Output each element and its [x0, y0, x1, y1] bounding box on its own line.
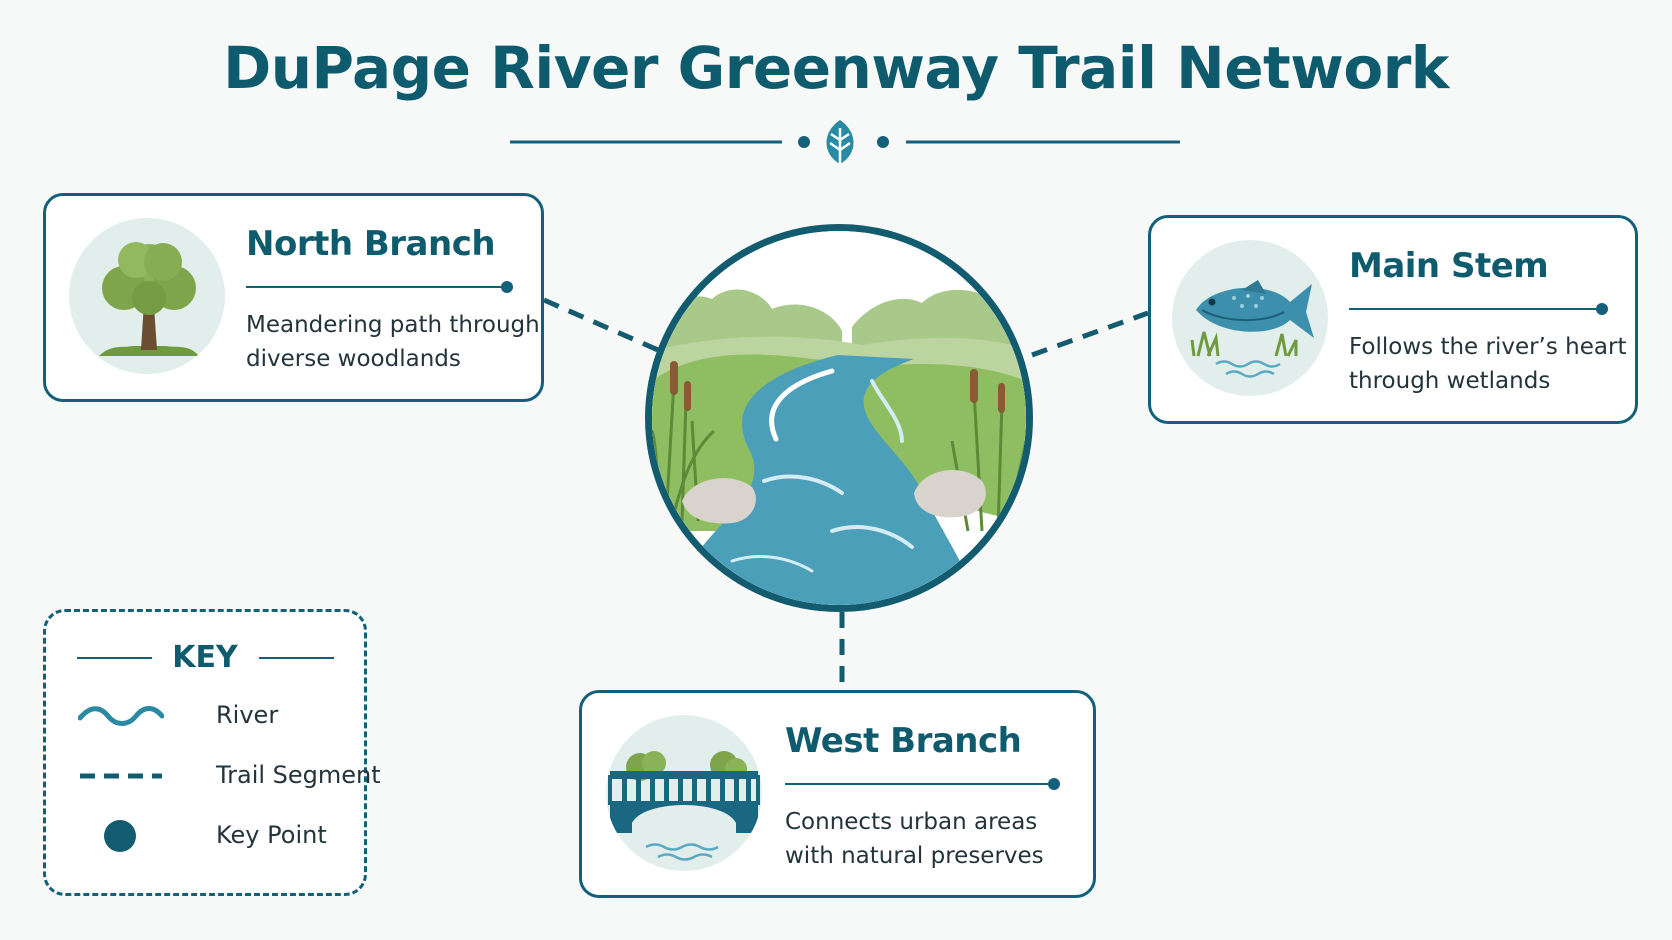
- branch-rule-north: [246, 281, 513, 293]
- wavy-line-icon: [78, 706, 164, 726]
- branch-description-north: Meandering path through diverse woodland…: [246, 312, 540, 372]
- branch-card-north: North Branch Meandering path through div…: [43, 193, 544, 402]
- river-landscape-illustration: [645, 224, 1033, 612]
- legend-title: KEY: [172, 640, 238, 675]
- bridge-icon: [606, 715, 762, 871]
- legend-title-rule-left: [77, 657, 152, 659]
- branch-title-north: North Branch: [246, 224, 496, 264]
- legend-label-river: River: [216, 701, 279, 729]
- branch-title-main-stem: Main Stem: [1349, 246, 1549, 286]
- branch-card-main-stem: Main Stem Follows the river’s heart thro…: [1148, 215, 1638, 424]
- branch-description-main-stem: Follows the river’s heart through wetlan…: [1349, 334, 1627, 394]
- legend-label-key-point: Key Point: [216, 821, 327, 849]
- legend-item-key-point: Key Point: [78, 816, 358, 856]
- dot-icon: [104, 820, 136, 852]
- dashed-line-icon: [80, 773, 162, 779]
- legend-item-trail-segment: Trail Segment: [78, 756, 381, 796]
- legend-label-trail-segment: Trail Segment: [216, 761, 381, 789]
- branch-card-west: West Branch Connects urban areas with na…: [579, 690, 1096, 898]
- page-title: DuPage River Greenway Trail Network: [223, 34, 1449, 102]
- title-divider: [510, 120, 1180, 164]
- connector-main-stem: [1031, 310, 1149, 358]
- legend-item-river: River: [78, 696, 358, 736]
- connector-north-branch: [542, 297, 660, 353]
- branch-description-west: Connects urban areas with natural preser…: [785, 809, 1044, 869]
- branch-rule-main-stem: [1349, 303, 1608, 315]
- legend-title-rule-right: [259, 657, 334, 659]
- leaf-icon: [826, 120, 854, 164]
- fish-icon: [1172, 240, 1328, 396]
- tree-icon: [69, 218, 225, 374]
- legend: KEY River Trail Segment Key Point: [43, 609, 381, 896]
- branch-rule-west: [785, 778, 1060, 790]
- branch-title-west: West Branch: [785, 721, 1022, 761]
